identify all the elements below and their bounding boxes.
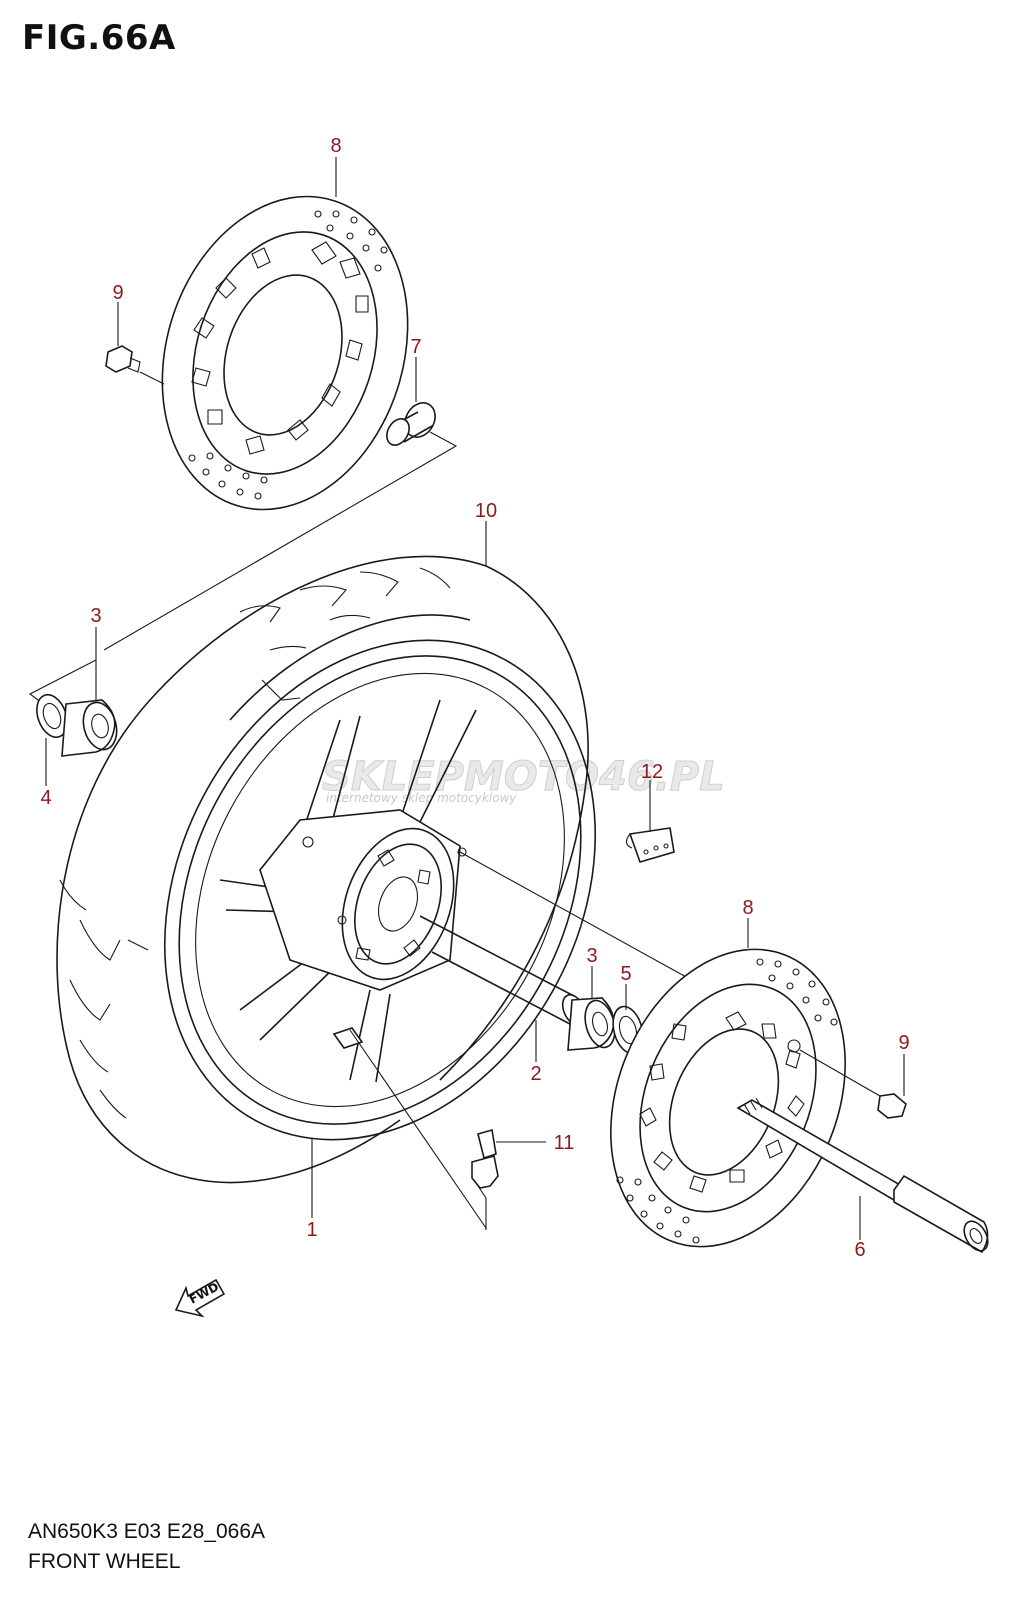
front-axle [736,1097,989,1254]
upper-disc-bolt [105,345,165,385]
callout-2: 2 [530,1063,541,1085]
callout-leaders [45,157,905,1240]
left-bearing-and-seal [36,693,118,757]
diagram-name: FRONT WHEEL [28,1550,181,1573]
diagram-code: AN650K3 E03 E28_066A [28,1520,266,1543]
tire-valve [349,1029,499,1230]
callout-7: 7 [410,336,421,358]
callout-1: 1 [306,1219,317,1241]
callout-4: 4 [40,787,51,809]
forward-direction-arrow: FWD [174,1278,226,1318]
callout-10: 10 [475,500,497,522]
lower-disc-bolt [799,1049,907,1119]
callout-numbers: 8 9 7 10 3 4 12 8 3 5 2 9 11 1 6 [40,135,909,1261]
balance-weight-clip [625,827,675,863]
watermark-brand: SKLEPMOTO46.PL [322,754,725,800]
callout-11: 11 [554,1132,575,1154]
spacer-bushing [386,402,436,446]
callout-8-lower: 8 [742,897,753,919]
lower-brake-disc [610,948,846,1248]
callout-12: 12 [641,761,663,783]
front-tire [56,555,589,1184]
upper-brake-disc [161,195,409,511]
right-bearing [567,997,616,1051]
watermark-tagline: internetowy sklep motocyklowy [326,791,517,805]
callout-9-lower: 9 [898,1032,909,1054]
watermark: SKLEPMOTO46.PL internetowy sklep motocyk… [322,754,726,806]
wheel-rim [163,639,597,1141]
callout-3-right: 3 [586,945,597,967]
figure-title: FIG.66A [22,18,176,58]
callout-5: 5 [620,963,631,985]
callout-3-left: 3 [90,605,101,627]
callout-6: 6 [854,1239,865,1261]
callout-8-upper: 8 [330,135,341,157]
callout-9-upper: 9 [112,282,123,304]
